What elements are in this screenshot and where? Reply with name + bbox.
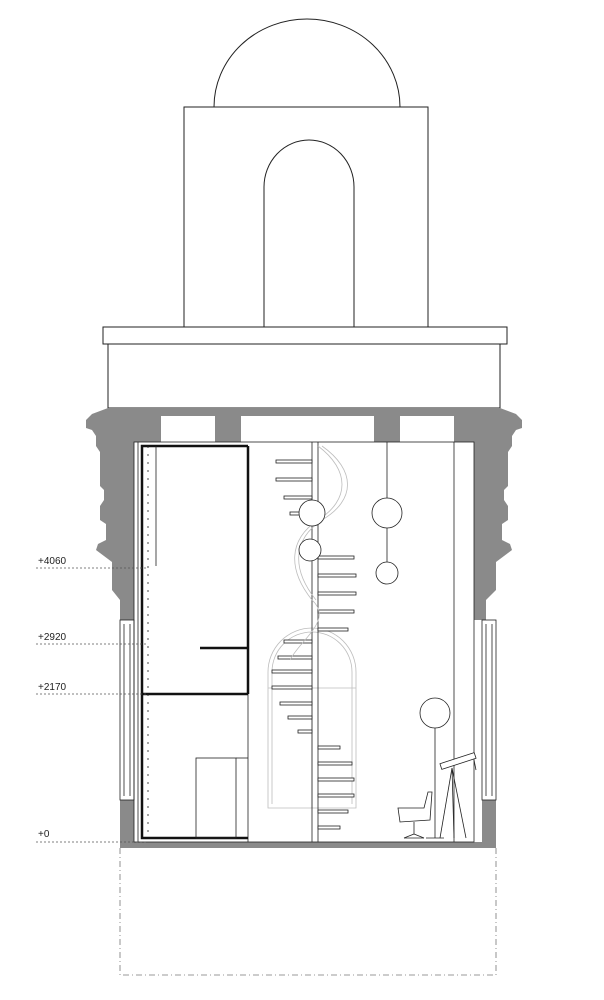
floor-slab	[120, 842, 496, 848]
level-label-2170: +2170	[38, 682, 67, 693]
wall-right	[474, 408, 522, 842]
level-label-0: +0	[38, 829, 50, 840]
side-windows	[119, 619, 497, 801]
level-markers: +4060 +2920 +2170 +0	[36, 556, 146, 843]
wall-left	[86, 408, 134, 842]
level-marker-2920: +2920	[36, 632, 146, 645]
lantern-dome	[213, 18, 401, 108]
level-marker-0: +0	[36, 829, 146, 843]
lantern-block	[183, 106, 429, 328]
wall-top-slab	[108, 408, 500, 442]
level-label-2920: +2920	[38, 632, 67, 643]
lounge-chair	[397, 791, 433, 839]
level-label-4060: +4060	[38, 556, 67, 567]
pendant-lamps	[298, 442, 403, 585]
cornice-band	[102, 326, 508, 409]
foundation-outline	[119, 848, 497, 976]
telescope	[439, 752, 477, 839]
storage-wall	[140, 444, 250, 840]
storage-details	[147, 446, 248, 839]
level-marker-4060: +4060	[36, 556, 146, 569]
floor-lamp	[419, 697, 451, 839]
level-marker-2170: +2170	[36, 682, 146, 695]
